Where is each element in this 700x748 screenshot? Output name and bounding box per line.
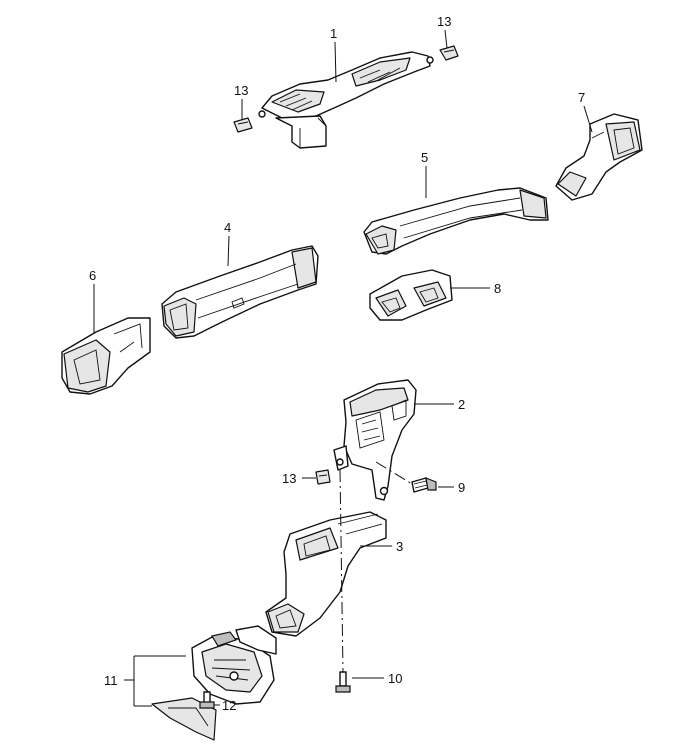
callout-13-middle: 13 <box>282 471 296 486</box>
callout-7: 7 <box>578 90 585 105</box>
callout-8: 8 <box>494 281 501 296</box>
callout-4: 4 <box>224 220 231 235</box>
part-11-vent-assembly[interactable] <box>151 625 277 741</box>
part-6-left-connector[interactable] <box>61 317 151 395</box>
part-9-screw[interactable] <box>411 477 437 493</box>
callout-11: 11 <box>104 673 118 688</box>
part-3-lower-duct[interactable] <box>265 511 387 637</box>
part-12-screw[interactable] <box>199 691 215 709</box>
callout-13-top-left: 13 <box>234 83 248 98</box>
part-5-right-duct[interactable] <box>363 187 549 255</box>
callout-9: 9 <box>458 480 465 495</box>
callout-6: 6 <box>89 268 96 283</box>
part-1-center-duct[interactable] <box>258 51 434 149</box>
callout-13-top-right: 13 <box>437 14 451 29</box>
assembly-axis-screw-9 <box>375 461 413 485</box>
part-13-clip-top-right[interactable] <box>439 45 459 61</box>
part-8-double-vent[interactable] <box>369 269 453 321</box>
callout-5: 5 <box>421 150 428 165</box>
leader-lines <box>93 29 593 707</box>
part-4-left-duct[interactable] <box>161 245 319 339</box>
callout-1: 1 <box>330 26 337 41</box>
callout-10: 10 <box>388 671 402 686</box>
part-13-clip-top-left[interactable] <box>233 117 253 133</box>
callout-3: 3 <box>396 539 403 554</box>
callout-12: 12 <box>222 698 236 713</box>
callout-2: 2 <box>458 397 465 412</box>
part-7-connector-elbow[interactable] <box>555 113 643 201</box>
assembly-axis-bolt-10 <box>339 469 344 673</box>
part-2-bracket[interactable] <box>333 379 417 501</box>
part-10-bolt[interactable] <box>335 671 351 693</box>
part-13-clip-middle[interactable] <box>315 469 331 485</box>
